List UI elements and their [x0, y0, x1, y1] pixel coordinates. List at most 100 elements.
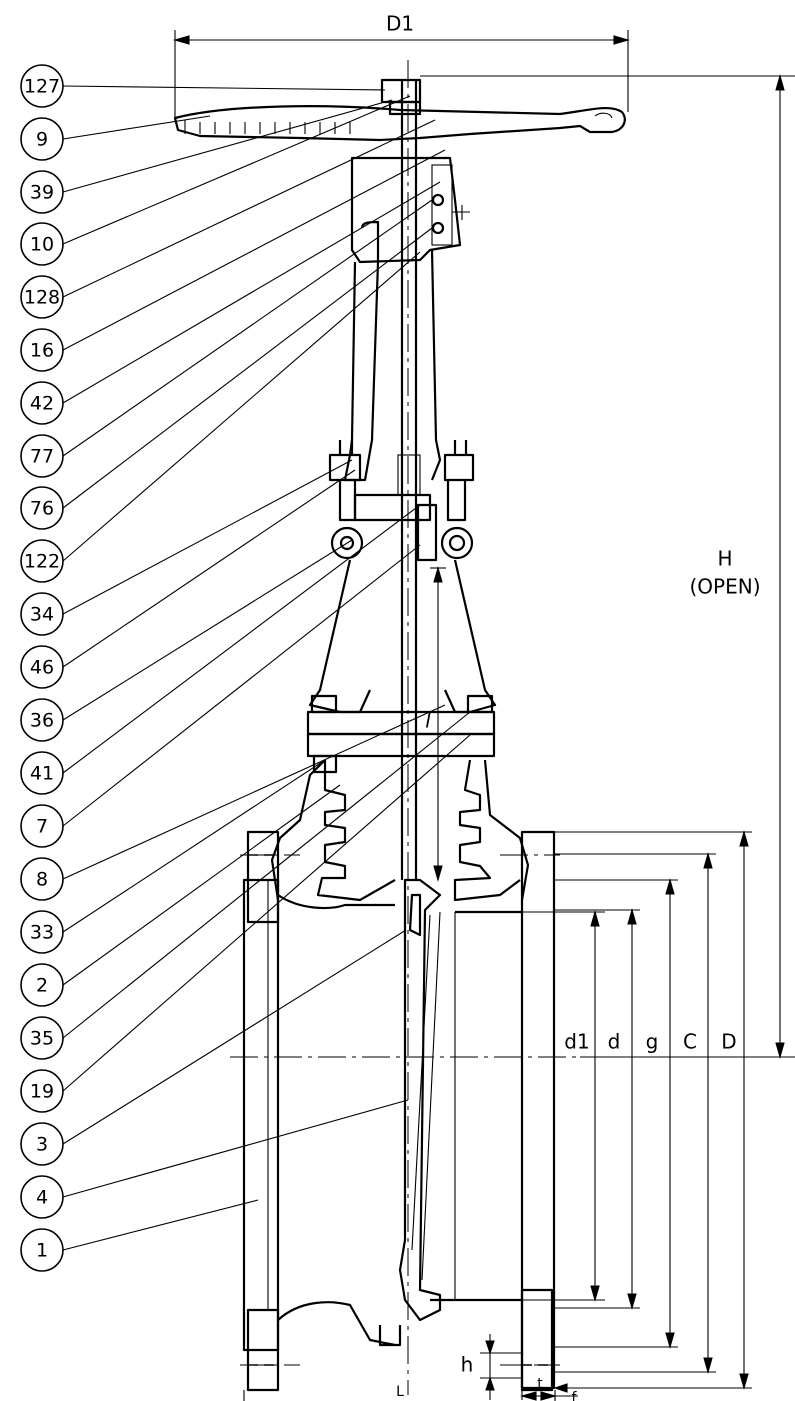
- callout-number: 35: [30, 1028, 54, 1050]
- callout-leader: [62, 199, 433, 457]
- callout-circle: [20, 1228, 64, 1272]
- callout-46: 46: [20, 645, 64, 689]
- callout-leader: [62, 704, 446, 880]
- callout-number: 4: [36, 1187, 48, 1209]
- dim-t: t: [537, 1376, 543, 1392]
- callout-circle: [20, 381, 64, 425]
- callout-leader: [62, 119, 436, 298]
- dim-d: d: [608, 1030, 621, 1054]
- callout-circle: [20, 275, 64, 319]
- callout-1: 1: [20, 1228, 64, 1272]
- dim-f: f: [572, 1390, 578, 1401]
- callout-number: 16: [30, 340, 54, 362]
- callout-number: 39: [30, 182, 54, 204]
- callout-33: 33: [20, 910, 64, 954]
- callout-7: 7: [20, 804, 64, 848]
- callout-circle: [20, 645, 64, 689]
- callout-76: 76: [20, 486, 64, 530]
- callout-leader: [62, 759, 326, 933]
- callout-number: 46: [30, 657, 54, 679]
- callout-number: 34: [30, 604, 54, 626]
- callout-leader: [62, 181, 441, 404]
- callout-number: 128: [24, 287, 60, 309]
- callout-9: 9: [20, 117, 64, 161]
- callout-number: 8: [36, 869, 48, 891]
- callout-42: 42: [20, 381, 64, 425]
- callout-4: 4: [20, 1175, 64, 1219]
- callout-leader: [62, 115, 211, 140]
- dim-C: C: [683, 1030, 697, 1054]
- callout-122: 122: [20, 539, 64, 583]
- callout-number: 76: [30, 498, 54, 520]
- callout-circle: [20, 328, 64, 372]
- callout-circle: [20, 592, 64, 636]
- callout-77: 77: [20, 434, 64, 478]
- dimension-labels: D1 H (OPEN) l d1 d g C D h f t L: [386, 12, 761, 1401]
- dim-H-note: (OPEN): [689, 575, 760, 599]
- callout-leader: [62, 95, 411, 245]
- callout-leader: [62, 85, 386, 91]
- callout-circle: [20, 963, 64, 1007]
- dim-D: D: [721, 1030, 736, 1054]
- callout-leader: [62, 149, 446, 351]
- callout-number: 127: [24, 76, 60, 98]
- callout-circle: [20, 1175, 64, 1219]
- callout-34: 34: [20, 592, 64, 636]
- callout-leader: [62, 227, 433, 509]
- dim-L: L: [396, 1384, 404, 1400]
- callout-number: 33: [30, 922, 54, 944]
- valve-outline: [173, 60, 626, 1395]
- callout-number: 41: [30, 763, 54, 785]
- dim-h: h: [461, 1353, 474, 1377]
- callout-leader: [62, 504, 421, 774]
- dim-g: g: [646, 1030, 659, 1054]
- callout-number: 10: [30, 234, 54, 256]
- callout-circle: [20, 698, 64, 742]
- callout-leader: [62, 784, 341, 986]
- callout-number: 42: [30, 393, 54, 415]
- callout-leader: [62, 469, 356, 668]
- callout-128: 128: [20, 275, 64, 319]
- callout-41: 41: [20, 751, 64, 795]
- callout-circle: [20, 539, 64, 583]
- dim-d1: d1: [564, 1030, 589, 1054]
- callout-8: 8: [20, 857, 64, 901]
- callout-leader: [62, 544, 421, 827]
- dimension-lines: [172, 30, 795, 1401]
- callout-circle: [20, 910, 64, 954]
- callout-number: 19: [30, 1081, 54, 1103]
- dim-D1: D1: [386, 12, 414, 36]
- callout-number: 9: [36, 129, 48, 151]
- callout-35: 35: [20, 1016, 64, 1060]
- callout-circle: [20, 486, 64, 530]
- callout-number: 3: [36, 1134, 48, 1156]
- callout-circle: [20, 222, 64, 266]
- callout-circle: [20, 64, 64, 108]
- callout-circle: [20, 1069, 64, 1113]
- callout-circle: [20, 804, 64, 848]
- callout-circle: [20, 857, 64, 901]
- callout-number: 77: [30, 446, 54, 468]
- callout-circle: [20, 1016, 64, 1060]
- callout-circle: [20, 1122, 64, 1166]
- callout-leader: [62, 251, 421, 562]
- callout-2: 2: [20, 963, 64, 1007]
- callout-number: 122: [24, 551, 60, 573]
- callout-leader: [62, 929, 407, 1145]
- callout-leader: [62, 459, 353, 615]
- callout-127: 127: [20, 64, 64, 108]
- callout-3: 3: [20, 1122, 64, 1166]
- callout-39: 39: [20, 170, 64, 214]
- callout-number: 7: [36, 816, 48, 838]
- part-callouts: 1279391012816427776122344636417833235193…: [20, 64, 471, 1272]
- dim-l: l: [425, 709, 431, 733]
- callout-circle: [20, 751, 64, 795]
- callout-16: 16: [20, 328, 64, 372]
- callout-number: 36: [30, 710, 54, 732]
- callout-10: 10: [20, 222, 64, 266]
- callout-number: 1: [36, 1240, 48, 1262]
- callout-leader: [62, 539, 353, 721]
- callout-circle: [20, 434, 64, 478]
- callout-leader: [62, 711, 471, 1039]
